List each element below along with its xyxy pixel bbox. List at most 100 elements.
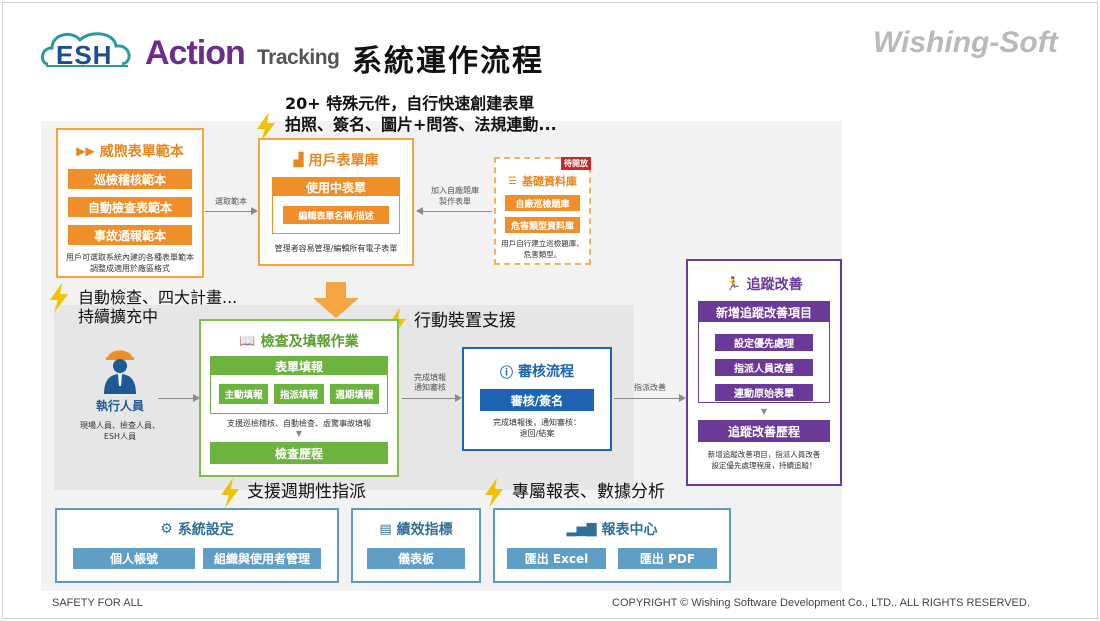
arrow-label-assign: 指派改善 — [634, 383, 666, 392]
gear-icon: ⚙ — [160, 521, 173, 537]
book-icon: 📖 — [239, 333, 256, 349]
db-item-hazard-db[interactable]: 危害類型資料庫 — [505, 217, 580, 233]
brand-logo: Wishing-Soft — [873, 26, 1058, 59]
personal-account-button[interactable]: 個人帳號 — [73, 548, 195, 569]
executor-title: 執行人員 — [95, 399, 144, 413]
down-triangle-icon: ▼ — [760, 407, 768, 416]
inspection-card: 📖 檢查及填報作業 表單填報 主動填報 指派填報 週期填報 支援巡檢稽核、自動檢… — [199, 319, 399, 477]
database-icon: ☰ — [508, 175, 517, 187]
assign-improve-button[interactable]: 指派人員改善 — [715, 359, 813, 376]
link-form-button[interactable]: 連動原始表單 — [715, 384, 813, 401]
bar-chart-icon: ▂▅▇ — [566, 521, 597, 537]
active-fill-button[interactable]: 主動填報 — [219, 384, 269, 404]
base-db-title: 基礎資料庫 — [521, 175, 577, 188]
alert-icon: ⓘ — [499, 365, 513, 381]
lightning-icon — [485, 478, 503, 508]
template-item-inspection[interactable]: 巡檢稽核範本 — [68, 169, 192, 189]
base-db-desc-1: 用戶自行建立巡檢題庫、 — [501, 239, 584, 248]
reports-card: ▂▅▇ 報表中心 匯出 Excel 匯出 PDF — [493, 508, 731, 583]
periodic-fill-button[interactable]: 週期填報 — [329, 384, 379, 404]
note-components: 20+ 特殊元件，自行快速創建表單 — [285, 94, 535, 113]
arrow-head — [193, 394, 200, 402]
user-forms-title: 用戶表單庫 — [308, 153, 379, 169]
tracking-desc-1: 新增追蹤改善項目，指派人員改善 — [707, 450, 821, 459]
dashboard-button[interactable]: 儀表板 — [367, 548, 465, 569]
note-auto-check: 自動檢查、四大計畫... — [78, 288, 238, 307]
base-db-card: 待開放 ☰ 基礎資料庫 自廠巡檢題庫 危害類型資料庫 用戶自行建立巡檢題庫、 危… — [494, 157, 591, 265]
note-mobile: 行動裝置支援 — [414, 311, 516, 331]
template-card-title: 威煦表單範本 — [99, 144, 184, 160]
kpi-card: ▤ 績效指標 儀表板 — [351, 508, 481, 583]
lightning-icon — [50, 283, 68, 313]
down-arrow-icon — [313, 282, 359, 318]
export-pdf-button[interactable]: 匯出 PDF — [618, 548, 717, 569]
arrow-label-done: 完成填報 — [414, 373, 446, 382]
arrow-line — [402, 398, 456, 399]
arrow-label-add-db-2: 製作表單 — [439, 197, 471, 206]
assigned-fill-button[interactable]: 指派填報 — [274, 384, 324, 404]
template-desc-1: 用戶可選取系統內建的各種表單範本 — [66, 253, 194, 262]
note-components-2: 拍照、簽名、圖片+問答、法規連動... — [285, 115, 557, 134]
active-forms-box: 使用中表單 編輯表單名稱/描述 — [272, 177, 400, 234]
settings-card: ⚙ 系統設定 個人帳號 組織與使用者管理 — [55, 508, 339, 583]
tracking-title: 追蹤改善 — [746, 277, 803, 293]
user-forms-card: ▟ 用戶表單庫 使用中表單 編輯表單名稱/描述 管理者容易管理/編輯所有電子表單 — [258, 138, 414, 266]
logo-action-text: Action — [145, 34, 246, 72]
user-forms-desc: 管理者容易管理/編輯所有電子表單 — [274, 244, 398, 253]
form-fill-box: 表單填報 主動填報 指派填報 週期填報 — [210, 356, 388, 414]
kpi-title: 績效指標 — [396, 522, 453, 538]
arrow-head — [455, 394, 462, 402]
footer-slogan: SAFETY FOR ALL — [52, 597, 143, 609]
clipboard-icon: ▤ — [379, 521, 392, 537]
note-report: 專屬報表、數據分析 — [512, 482, 665, 502]
reports-title: 報表中心 — [601, 522, 658, 538]
page-title: 系統運作流程 — [352, 44, 544, 79]
inspection-desc: 支援巡檢稽核、自動檢查、虛驚事故填報 — [227, 419, 371, 428]
template-item-accident[interactable]: 事故通報範本 — [68, 225, 192, 245]
base-db-desc-2: 危害類型。 — [523, 250, 562, 259]
lightning-icon — [257, 112, 275, 142]
review-title: 審核流程 — [518, 364, 574, 380]
tracking-section-title: 新增追蹤改善項目 — [699, 302, 829, 322]
arrow-label-select-template: 選取範本 — [215, 197, 247, 206]
review-sign-button[interactable]: 審核/簽名 — [480, 389, 594, 411]
arrow-line — [614, 398, 680, 399]
tracking-desc-2: 設定優先處理程度，持續追蹤！ — [711, 461, 817, 470]
form-fill-title: 表單填報 — [211, 357, 387, 375]
coming-soon-badge: 待開放 — [561, 157, 591, 170]
review-desc-1: 完成填報後，通知審核： — [493, 418, 581, 427]
down-triangle-icon: ▼ — [295, 429, 303, 438]
template-item-auto-check[interactable]: 自動檢查表範本 — [68, 197, 192, 217]
arrow-label-notify: 通知審核 — [414, 383, 446, 392]
arrow-head — [679, 394, 686, 402]
export-excel-button[interactable]: 匯出 Excel — [507, 548, 606, 569]
forward-arrow-icon: ▶▶ — [76, 144, 95, 158]
arrow-label-add-db-1: 加入自廠題庫 — [431, 186, 479, 195]
org-user-management-button[interactable]: 組織與使用者管理 — [203, 548, 321, 569]
arrow-line — [205, 211, 252, 212]
tracking-history-button[interactable]: 追蹤改善歷程 — [698, 420, 830, 442]
tracking-card: 🏃 追蹤改善 新增追蹤改善項目 設定優先處理 指派人員改善 連動原始表單 ▼ 追… — [686, 259, 842, 486]
template-card: ▶▶ 威煦表單範本 巡檢稽核範本 自動檢查表範本 事故通報範本 用戶可選取系統內… — [56, 128, 204, 278]
inspection-history-button[interactable]: 檢查歷程 — [210, 442, 388, 464]
footer-copyright: COPYRIGHT © Wishing Software Development… — [612, 597, 1030, 609]
worker-icon — [104, 350, 136, 394]
set-priority-button[interactable]: 設定優先處理 — [715, 334, 813, 351]
arrow-line — [158, 398, 194, 399]
executor-desc-1: 現場人員、檢查人員、 — [80, 421, 160, 430]
arrow-head — [416, 207, 423, 215]
factory-icon: ▟ — [293, 152, 304, 168]
logo-tracking-text: Tracking — [257, 46, 340, 69]
logo-esh-text: ESH — [56, 40, 113, 70]
edit-form-button[interactable]: 編輯表單名稱/描述 — [283, 206, 389, 224]
tracking-items-box: 新增追蹤改善項目 設定優先處理 指派人員改善 連動原始表單 — [698, 301, 830, 403]
runner-icon: 🏃 — [725, 276, 742, 292]
arrow-head — [251, 207, 258, 215]
executor-desc-2: ESH人員 — [103, 432, 137, 441]
esh-logo: ESH — [38, 26, 136, 76]
review-desc-2: 退回/結案 — [519, 429, 555, 438]
active-forms-title: 使用中表單 — [273, 178, 399, 196]
db-item-inspection-bank[interactable]: 自廠巡檢題庫 — [505, 195, 580, 211]
lightning-icon — [221, 478, 239, 508]
